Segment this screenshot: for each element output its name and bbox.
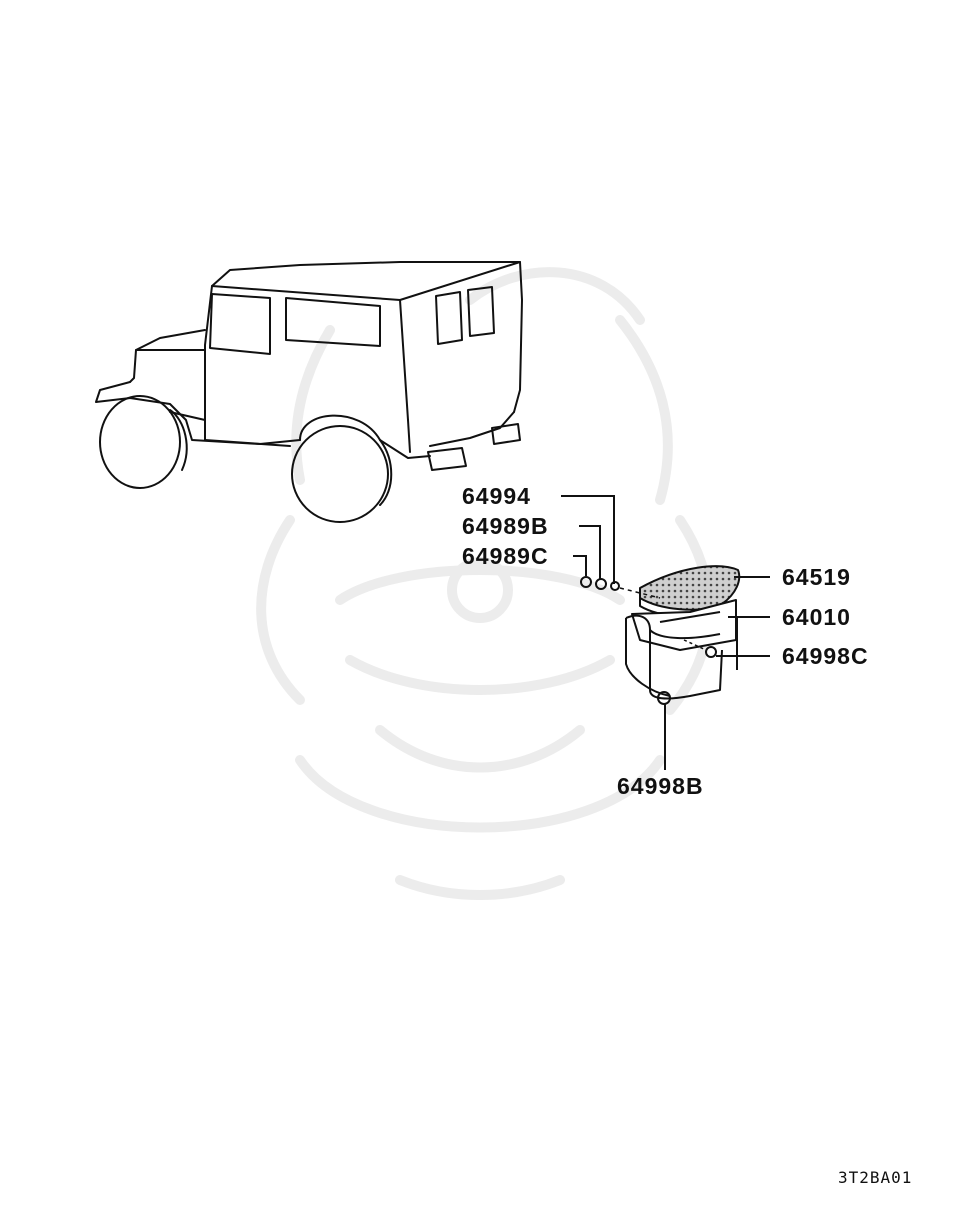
vehicle-illustration (95, 261, 523, 523)
bolt-64998C (705, 646, 717, 658)
step-tread-plate (639, 565, 741, 611)
watermark-mask (256, 267, 714, 900)
part-label-64998c: 64998C (782, 643, 869, 669)
diagram-reference-code: 3T2BA01 (838, 1168, 913, 1187)
part-label-64519: 64519 (782, 564, 851, 590)
step-assembly (580, 565, 741, 705)
step-housing (625, 614, 723, 700)
part-label-64989b: 64989B (462, 513, 549, 539)
leader-lines (561, 495, 770, 770)
part-label-64010: 64010 (782, 604, 851, 630)
part-label-64998b: 64998B (617, 773, 704, 799)
nut-64989C (580, 576, 592, 588)
part-label-64989c: 64989C (462, 543, 549, 569)
part-label-64994: 64994 (462, 483, 531, 509)
